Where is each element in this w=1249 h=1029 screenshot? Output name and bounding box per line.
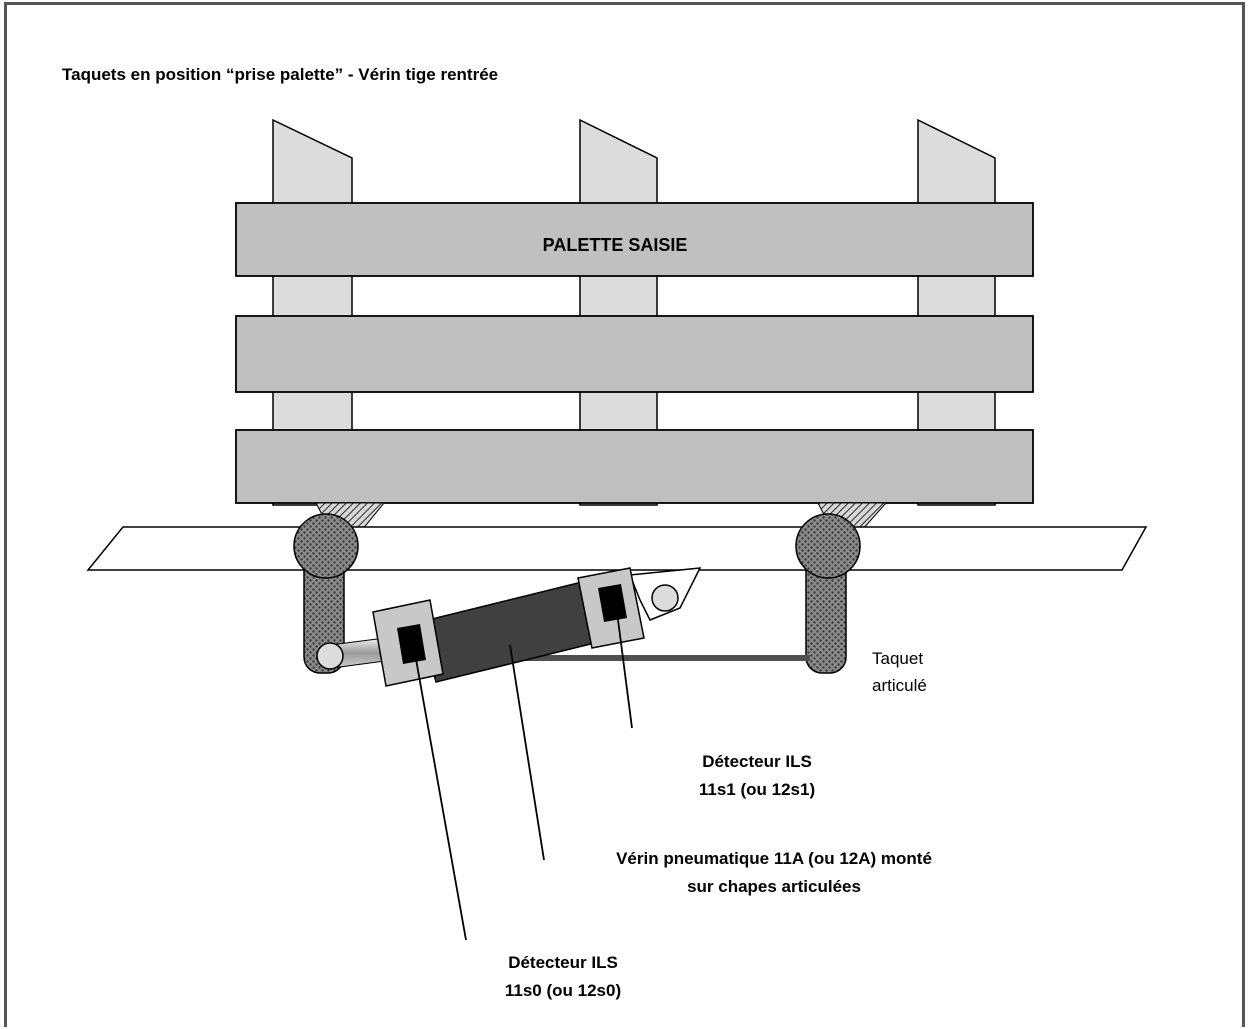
leader-ils-11s1 xyxy=(616,611,633,729)
sensor-ils-11s1-core xyxy=(598,584,627,622)
pallet-board-middle xyxy=(235,315,1034,393)
pivot-right xyxy=(795,513,861,579)
label-ils1-line2: 11s1 (ou 12s1) xyxy=(699,780,815,799)
leader-verin xyxy=(509,644,545,861)
clevis-pin-right xyxy=(651,584,679,612)
label-verin-line2: sur chapes articulées xyxy=(687,877,861,896)
pivot-left xyxy=(293,513,359,579)
diagram-frame xyxy=(4,2,1245,1027)
chassis-plate xyxy=(86,526,1148,571)
pallet-board-bottom xyxy=(235,429,1034,504)
label-ils0-line2: 11s0 (ou 12s0) xyxy=(505,981,621,1000)
label-verin-line1: Vérin pneumatique 11A (ou 12A) monté xyxy=(616,849,932,868)
label-taquet-line2: articulé xyxy=(872,676,927,695)
label-ils0-line1: Détecteur ILS xyxy=(508,953,618,972)
label-taquet-line1: Taquet xyxy=(872,649,923,668)
diagram-title: Taquets en position “prise palette” - Vé… xyxy=(62,65,498,84)
leader-ils-11s0 xyxy=(413,647,467,941)
pallet-board-top xyxy=(235,202,1034,277)
sensor-ils-11s0-core xyxy=(397,624,426,664)
label-ils1-line1: Détecteur ILS xyxy=(702,752,812,771)
pallet-label: PALETTE SAISIE xyxy=(543,235,688,255)
clevis-pin-left xyxy=(316,642,344,670)
